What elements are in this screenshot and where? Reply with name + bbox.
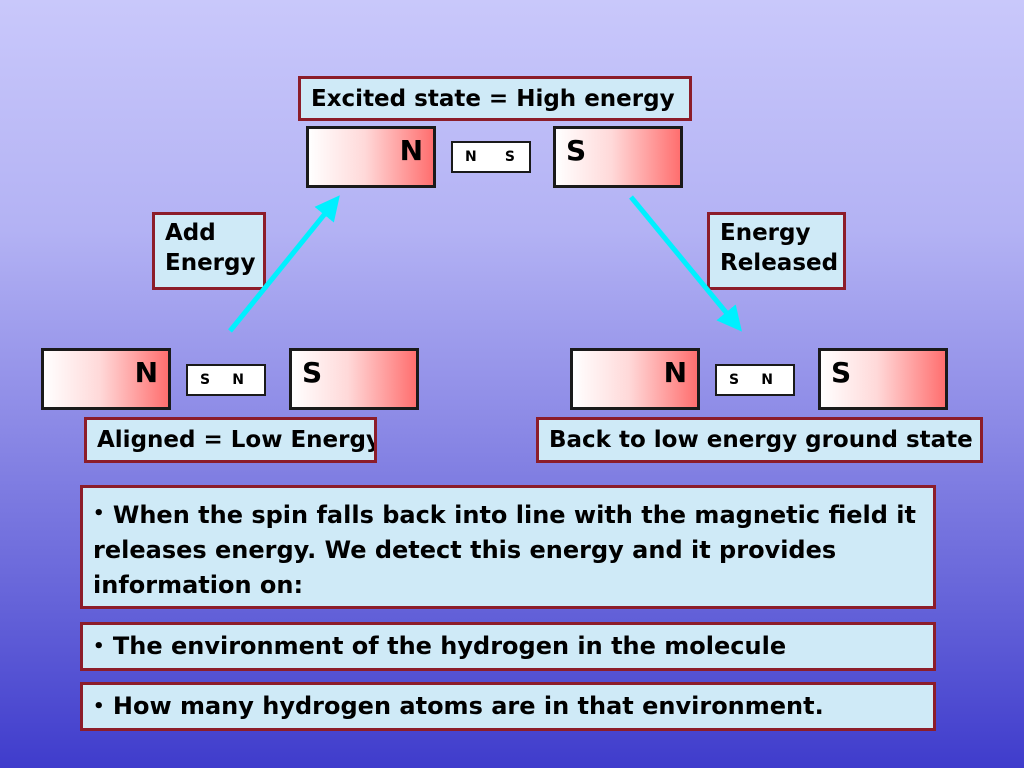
aligned-text: Aligned = Low Energy bbox=[97, 427, 377, 453]
excited-left-pole: N bbox=[399, 134, 423, 167]
bullet-marker-2: • bbox=[93, 636, 105, 657]
energy-released-line1: Energy bbox=[720, 220, 811, 246]
ground-left-pole: N bbox=[663, 356, 687, 389]
ground-spin-left: S bbox=[729, 372, 740, 388]
add-energy-arrow bbox=[228, 195, 340, 333]
bullet-text-2: The environment of the hydrogen in the m… bbox=[112, 632, 787, 660]
bullet-box-2: • The environment of the hydrogen in the… bbox=[80, 622, 936, 671]
bullet-box-1: • When the spin falls back into line wit… bbox=[80, 485, 936, 609]
aligned-right-magnet: S bbox=[289, 348, 419, 410]
ground-right-pole: S bbox=[831, 356, 852, 389]
aligned-label: Aligned = Low Energy bbox=[84, 417, 377, 463]
add-energy-line1: Add bbox=[165, 220, 216, 246]
aligned-spin-right: N bbox=[232, 372, 244, 388]
excited-spin-left: N bbox=[465, 149, 477, 165]
aligned-right-pole: S bbox=[302, 356, 323, 389]
ground-spin: S N bbox=[715, 364, 795, 396]
add-energy-label: Add Energy bbox=[152, 212, 266, 290]
energy-released-arrow bbox=[629, 195, 742, 332]
excited-left-magnet: N bbox=[306, 126, 436, 188]
bullet-text-3: How many hydrogen atoms are in that envi… bbox=[112, 692, 824, 720]
excited-spin-right: S bbox=[504, 149, 515, 165]
energy-released-line2: Released bbox=[720, 249, 839, 276]
aligned-spin: S N bbox=[186, 364, 266, 396]
ground-left-magnet: N bbox=[570, 348, 700, 410]
aligned-left-magnet: N bbox=[41, 348, 171, 410]
ground-right-magnet: S bbox=[818, 348, 948, 410]
excited-spin: N S bbox=[451, 141, 531, 173]
ground-label: Back to low energy ground state bbox=[536, 417, 983, 463]
bullet-box-3: • How many hydrogen atoms are in that en… bbox=[80, 682, 936, 731]
excited-state-text: Excited state = High energy bbox=[311, 86, 675, 112]
excited-right-magnet: S bbox=[553, 126, 683, 188]
excited-right-pole: S bbox=[566, 134, 587, 167]
excited-state-label: Excited state = High energy bbox=[298, 76, 692, 121]
bullet-marker-3: • bbox=[93, 696, 105, 717]
ground-text: Back to low energy ground state bbox=[549, 427, 973, 453]
bullet-text-1: When the spin falls back into line with … bbox=[93, 501, 916, 599]
aligned-spin-left: S bbox=[200, 372, 211, 388]
ground-spin-right: N bbox=[761, 372, 773, 388]
add-energy-line2: Energy bbox=[165, 249, 256, 276]
energy-released-label: Energy Released bbox=[707, 212, 846, 290]
aligned-left-pole: N bbox=[134, 356, 158, 389]
bullet-marker-1: • bbox=[93, 503, 105, 524]
